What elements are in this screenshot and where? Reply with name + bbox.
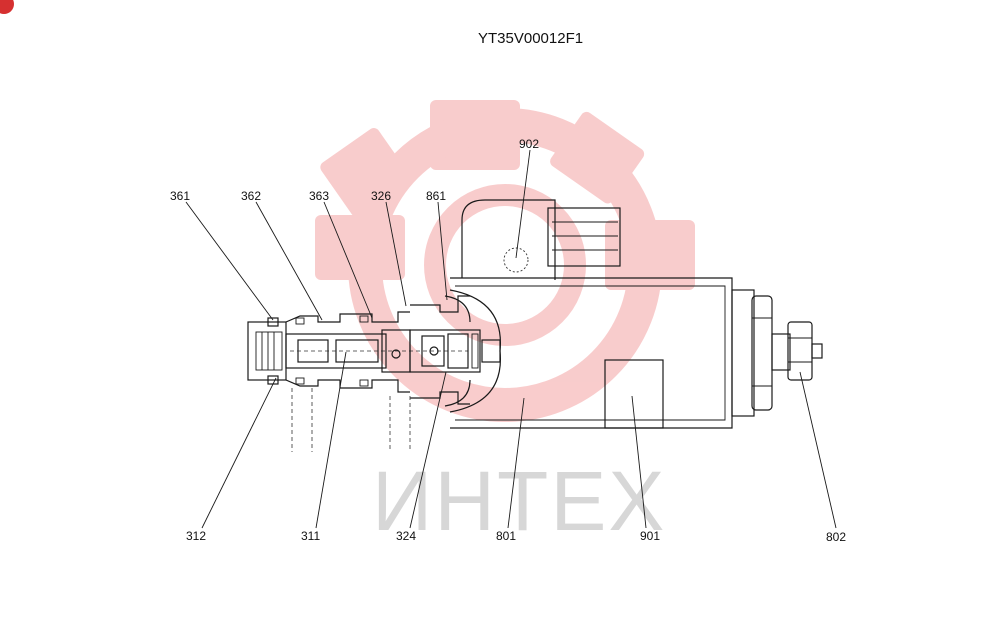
watermark-text: ИНТЕХ: [372, 454, 666, 548]
label-802: 802: [826, 530, 846, 544]
label-901: 901: [640, 529, 660, 543]
label-902: 902: [519, 137, 539, 151]
leader-lines: [185, 149, 837, 529]
label-861: 861: [426, 189, 446, 203]
label-311: 311: [301, 529, 320, 543]
label-326: 326: [371, 189, 391, 203]
label-363: 363: [309, 189, 329, 203]
label-324: 324: [396, 529, 416, 543]
label-362: 362: [241, 189, 261, 203]
valve-cartridge: [247, 289, 501, 452]
label-801: 801: [496, 529, 516, 543]
watermark-gear-logo: [315, 100, 695, 422]
label-312: 312: [186, 529, 206, 543]
solenoid-coil: [450, 199, 823, 429]
page-title: YT35V00012F1: [478, 30, 583, 47]
label-361: 361: [170, 189, 190, 203]
corner-badge-icon: [0, 0, 14, 14]
